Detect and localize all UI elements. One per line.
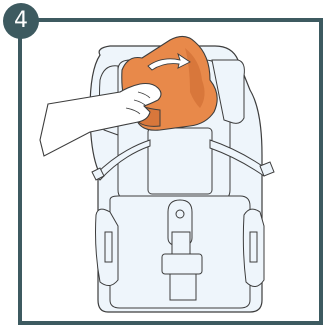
- crotch-strap: [172, 232, 190, 254]
- chest-panel: [148, 128, 212, 194]
- step-number: 4: [2, 2, 40, 40]
- pocket-left: [96, 209, 119, 285]
- lap-belt-guide: [162, 254, 202, 274]
- pocket-right: [243, 209, 264, 286]
